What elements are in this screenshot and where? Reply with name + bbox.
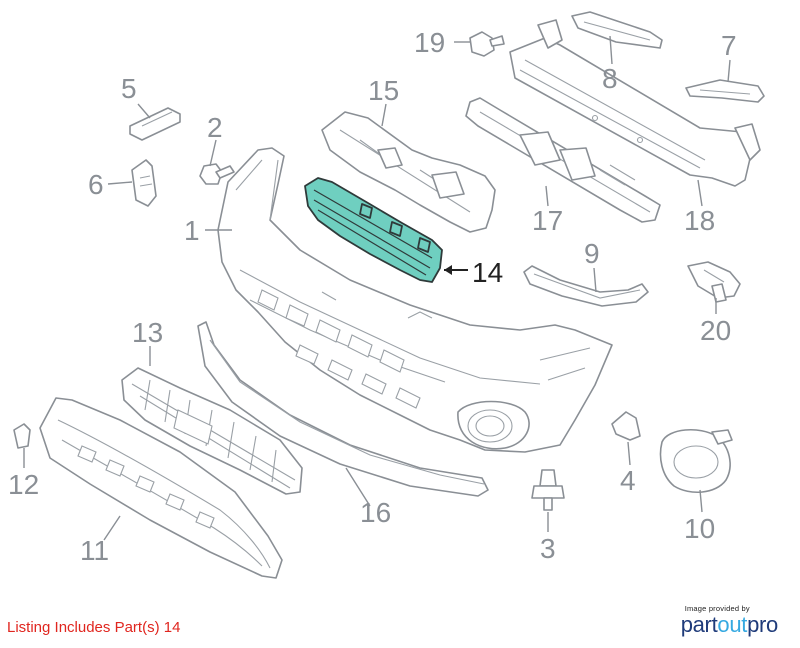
part-4-clip[interactable] <box>611 411 641 441</box>
part-13-lower-grille[interactable] <box>121 367 303 495</box>
callout-10: 10 <box>684 513 715 544</box>
part-18-reinforcement-bar[interactable] <box>509 19 761 187</box>
callout-9: 9 <box>584 238 600 269</box>
logo-pro-text: pro <box>747 612 778 637</box>
callout-11: 11 <box>80 535 109 566</box>
part-5-clip[interactable] <box>129 107 181 141</box>
callout-labels: 1 2 3 4 5 6 7 8 9 10 11 12 13 14 15 16 1… <box>8 27 737 566</box>
part-9-trim-strip[interactable] <box>523 265 649 307</box>
callout-17: 17 <box>532 205 563 236</box>
part-11-grille-surround[interactable] <box>39 397 283 579</box>
part-20-sensor[interactable] <box>687 261 741 303</box>
callout-5: 5 <box>121 73 137 104</box>
callout-13: 13 <box>132 317 163 348</box>
part-17-energy-absorber[interactable] <box>465 97 661 223</box>
partoutpro-logo[interactable]: partoutpro <box>680 612 779 637</box>
logo-part-text: part <box>680 612 718 637</box>
listing-note: Listing Includes Part(s) 14 <box>7 619 181 636</box>
callout-19: 19 <box>414 27 445 58</box>
logo-out-text: out <box>717 612 748 637</box>
callout-20: 20 <box>700 315 731 346</box>
callout-2: 2 <box>207 112 223 143</box>
callout-4: 4 <box>620 465 636 496</box>
callout-12: 12 <box>8 469 39 500</box>
part-8-bracket[interactable] <box>571 11 663 49</box>
part-12-clip[interactable] <box>13 423 31 449</box>
callout-6: 6 <box>88 169 104 200</box>
callout-16: 16 <box>360 497 391 528</box>
callout-18: 18 <box>684 205 715 236</box>
part-3-push-pin[interactable] <box>531 469 565 511</box>
image-credit: Image provided by partoutpro <box>680 604 779 637</box>
callout-8: 8 <box>602 63 618 94</box>
callout-1: 1 <box>184 215 200 246</box>
part-6-bracket[interactable] <box>131 159 157 207</box>
callout-15: 15 <box>368 75 399 106</box>
part-7-bracket[interactable] <box>685 79 765 103</box>
part-16-lower-valance[interactable] <box>197 321 489 497</box>
callout-7: 7 <box>721 30 737 61</box>
callout-3: 3 <box>540 533 556 564</box>
leader-lines <box>23 35 731 541</box>
part-2-screw[interactable] <box>199 163 235 185</box>
part-1-bumper-cover[interactable] <box>217 147 613 453</box>
credit-caption: Image provided by <box>684 604 750 613</box>
part-14-upper-grille[interactable] <box>304 177 443 283</box>
part-15-upper-bracket[interactable] <box>321 111 496 233</box>
part-19-bolt[interactable] <box>469 31 505 57</box>
part-10-fog-bezel[interactable] <box>659 428 733 493</box>
callout-14: 14 <box>472 257 503 288</box>
